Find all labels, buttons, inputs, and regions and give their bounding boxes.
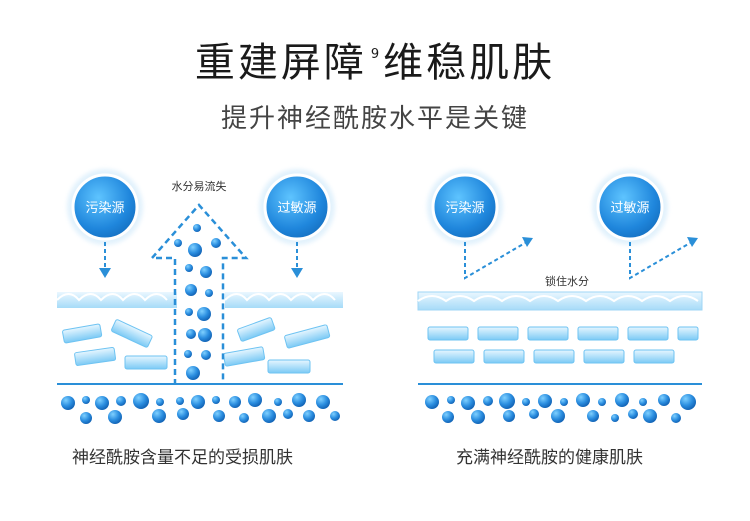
title-part-b: 维稳肌肤	[383, 40, 556, 86]
right-deflect-arrow-2	[629, 237, 698, 280]
moisture-loss-label: 水分易流失	[172, 179, 227, 193]
left-pollution-label: 污染源	[85, 201, 124, 216]
right-panel-caption: 充满神经酰胺的健康肌肤	[456, 448, 643, 468]
right-pollution-source: 污染源	[427, 169, 503, 245]
right-intact-barrier	[417, 291, 703, 311]
escaping-water-droplets	[174, 224, 221, 380]
right-allergen-source: 过敏源	[592, 169, 668, 245]
left-pollution-source: 污染源	[67, 169, 143, 245]
left-intrusion-arrow-1	[99, 242, 111, 278]
title-part-a: 重建屏障	[194, 40, 367, 86]
left-allergen-label: 过敏源	[277, 201, 316, 216]
left-damaged-barrier	[56, 292, 343, 308]
right-allergen-label: 过敏源	[610, 201, 649, 216]
page-subtitle: 提升神经酰胺水平是关键	[220, 104, 529, 134]
title-superscript: 9	[370, 47, 380, 62]
right-pollution-label: 污染源	[445, 201, 484, 216]
moisture-loss-arrow: 水分易流失	[149, 179, 249, 385]
left-panel-caption: 神经酰胺含量不足的受损肌肤	[72, 448, 293, 468]
left-panel: 污染源 过敏源	[56, 169, 343, 424]
left-bottom-droplets	[61, 393, 340, 424]
right-deflect-arrow-1	[464, 237, 533, 280]
left-intrusion-arrow-2	[291, 242, 303, 278]
right-bottom-droplets	[425, 393, 696, 424]
right-organized-bricks	[427, 326, 699, 364]
lock-moisture-label: 锁住水分	[545, 274, 589, 288]
left-allergen-source: 过敏源	[259, 169, 335, 245]
right-panel: 污染源 过敏源 锁住水分	[417, 169, 703, 424]
left-scattered-bricks	[62, 317, 331, 374]
